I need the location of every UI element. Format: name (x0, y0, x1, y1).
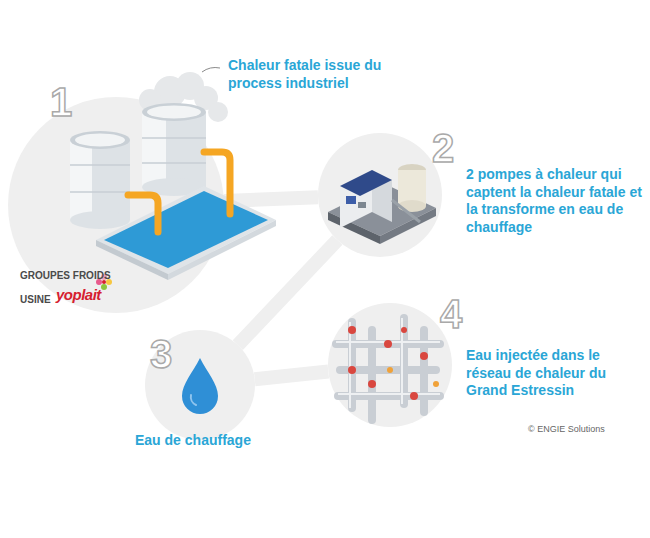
step-description: Eau injectée dans le réseau de chaleur d… (466, 347, 642, 400)
heat-pump (328, 164, 436, 244)
leader-line (202, 68, 220, 73)
step-circle: 4Eau injectée dans le réseau de chaleur … (328, 303, 452, 427)
copyright-note: © ENGIE Solutions (528, 424, 605, 434)
flow-connector (238, 240, 338, 345)
steam-cloud (139, 72, 228, 122)
step-circle: 22 pompes à chaleur qui captent la chale… (318, 133, 442, 257)
callout-number: 4 (440, 294, 462, 334)
brand-logo: yoplait (56, 286, 101, 303)
step-description: Chaleur fatale issue du process industri… (228, 57, 438, 92)
step-disc (328, 303, 452, 427)
hot-pipe (128, 152, 230, 232)
caption-text: USINE (20, 294, 51, 305)
drop-highlight (191, 395, 196, 405)
water-basin (96, 186, 276, 280)
flow-connector (255, 371, 329, 379)
cooling-tank (142, 103, 206, 196)
callout-number: 2 (432, 128, 454, 168)
step-description: Eau de chauffage (135, 432, 295, 450)
callout-number: 1 (50, 82, 72, 122)
step-description: 2 pompes à chaleur qui captent la chaleu… (466, 166, 644, 236)
step-disc (318, 133, 442, 257)
callout-number: 3 (150, 334, 172, 374)
flow-connector (224, 197, 318, 201)
pipe-network (336, 318, 440, 420)
step-disc (145, 330, 255, 440)
cooling-tank (70, 131, 130, 229)
step-circle: 3Eau de chauffage (145, 330, 255, 440)
water-drop (182, 358, 218, 414)
caption-text: GROUPES FROIDS (20, 270, 111, 281)
